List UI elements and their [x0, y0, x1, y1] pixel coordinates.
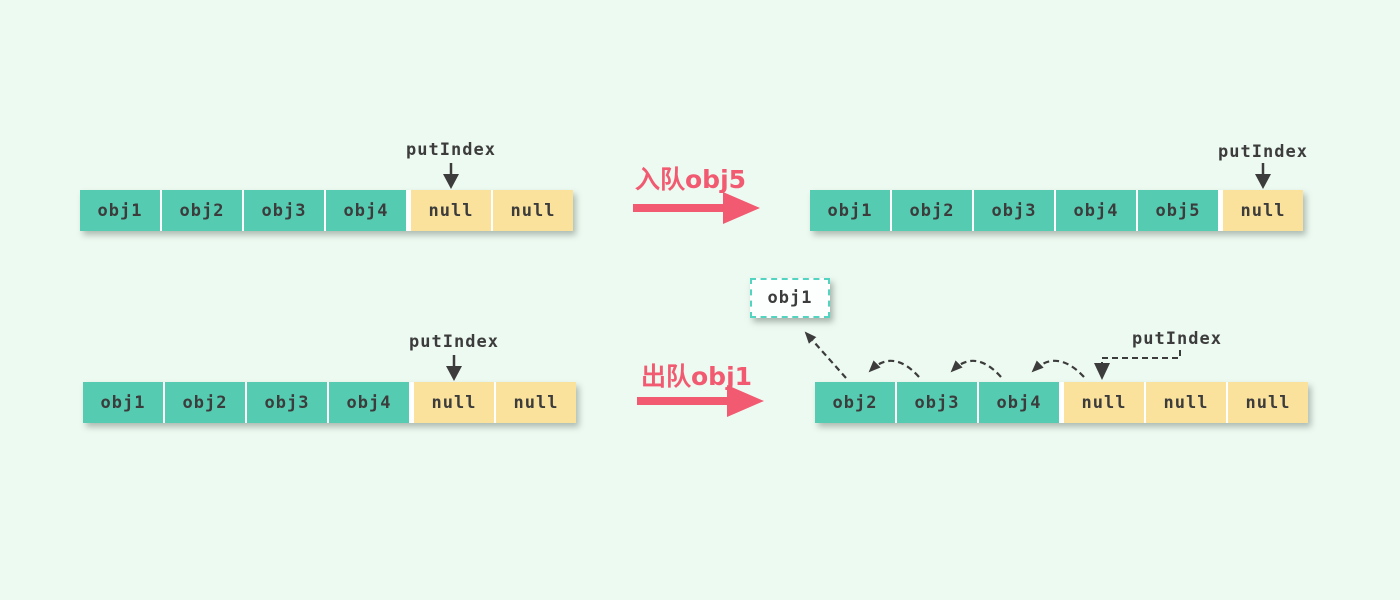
- array-before-dequeue: obj1 obj2 obj3 obj4 null null: [83, 382, 576, 423]
- array-cell: obj2: [165, 382, 245, 423]
- put-index-arrow: [446, 355, 462, 381]
- array-cell: null: [1064, 382, 1144, 423]
- array-cell: obj3: [244, 190, 324, 231]
- enqueue-label: 入队obj5: [635, 165, 747, 194]
- array-cell: null: [1223, 190, 1303, 231]
- dequeue-label: 出队obj1: [641, 362, 753, 391]
- put-index-label: putIndex: [1218, 142, 1308, 162]
- array-cell: obj1: [83, 382, 163, 423]
- array-cell: obj4: [329, 382, 409, 423]
- array-cell: obj4: [1056, 190, 1136, 231]
- array-cell: obj4: [326, 190, 406, 231]
- put-index-label: putIndex: [409, 332, 499, 352]
- array-cell: obj3: [247, 382, 327, 423]
- array-cell: obj1: [810, 190, 890, 231]
- array-after-dequeue: obj2 obj3 obj4 null null null: [815, 382, 1308, 423]
- array-cell: null: [1146, 382, 1226, 423]
- array-cell: obj5: [1138, 190, 1218, 231]
- put-index-label: putIndex: [406, 140, 496, 160]
- dequeued-item-arrow: [804, 331, 847, 379]
- enqueue-arrow-icon: [633, 192, 760, 224]
- array-after-enqueue: obj1 obj2 obj3 obj4 obj5 null: [810, 190, 1303, 231]
- put-index-arrow: [1255, 163, 1271, 189]
- array-cell: obj3: [897, 382, 977, 423]
- put-index-label: putIndex: [1132, 329, 1222, 349]
- array-before-enqueue: obj1 obj2 obj3 obj4 null null: [80, 190, 573, 231]
- put-index-dashed-connector: [1094, 350, 1181, 380]
- array-cell: null: [411, 190, 491, 231]
- array-cell: obj4: [979, 382, 1059, 423]
- array-cell: obj1: [80, 190, 160, 231]
- array-cell: null: [414, 382, 494, 423]
- array-cell: obj3: [974, 190, 1054, 231]
- shift-arc-arrow: [1031, 359, 1085, 378]
- shift-arc-arrow: [868, 359, 920, 378]
- array-cell: obj2: [892, 190, 972, 231]
- array-cell: obj2: [815, 382, 895, 423]
- put-index-arrow: [443, 163, 459, 189]
- array-cell: null: [496, 382, 576, 423]
- array-cell: null: [493, 190, 573, 231]
- array-cell: obj2: [162, 190, 242, 231]
- shift-arc-arrow: [950, 359, 1002, 378]
- dequeued-item-box: obj1: [750, 278, 830, 318]
- array-cell: null: [1228, 382, 1308, 423]
